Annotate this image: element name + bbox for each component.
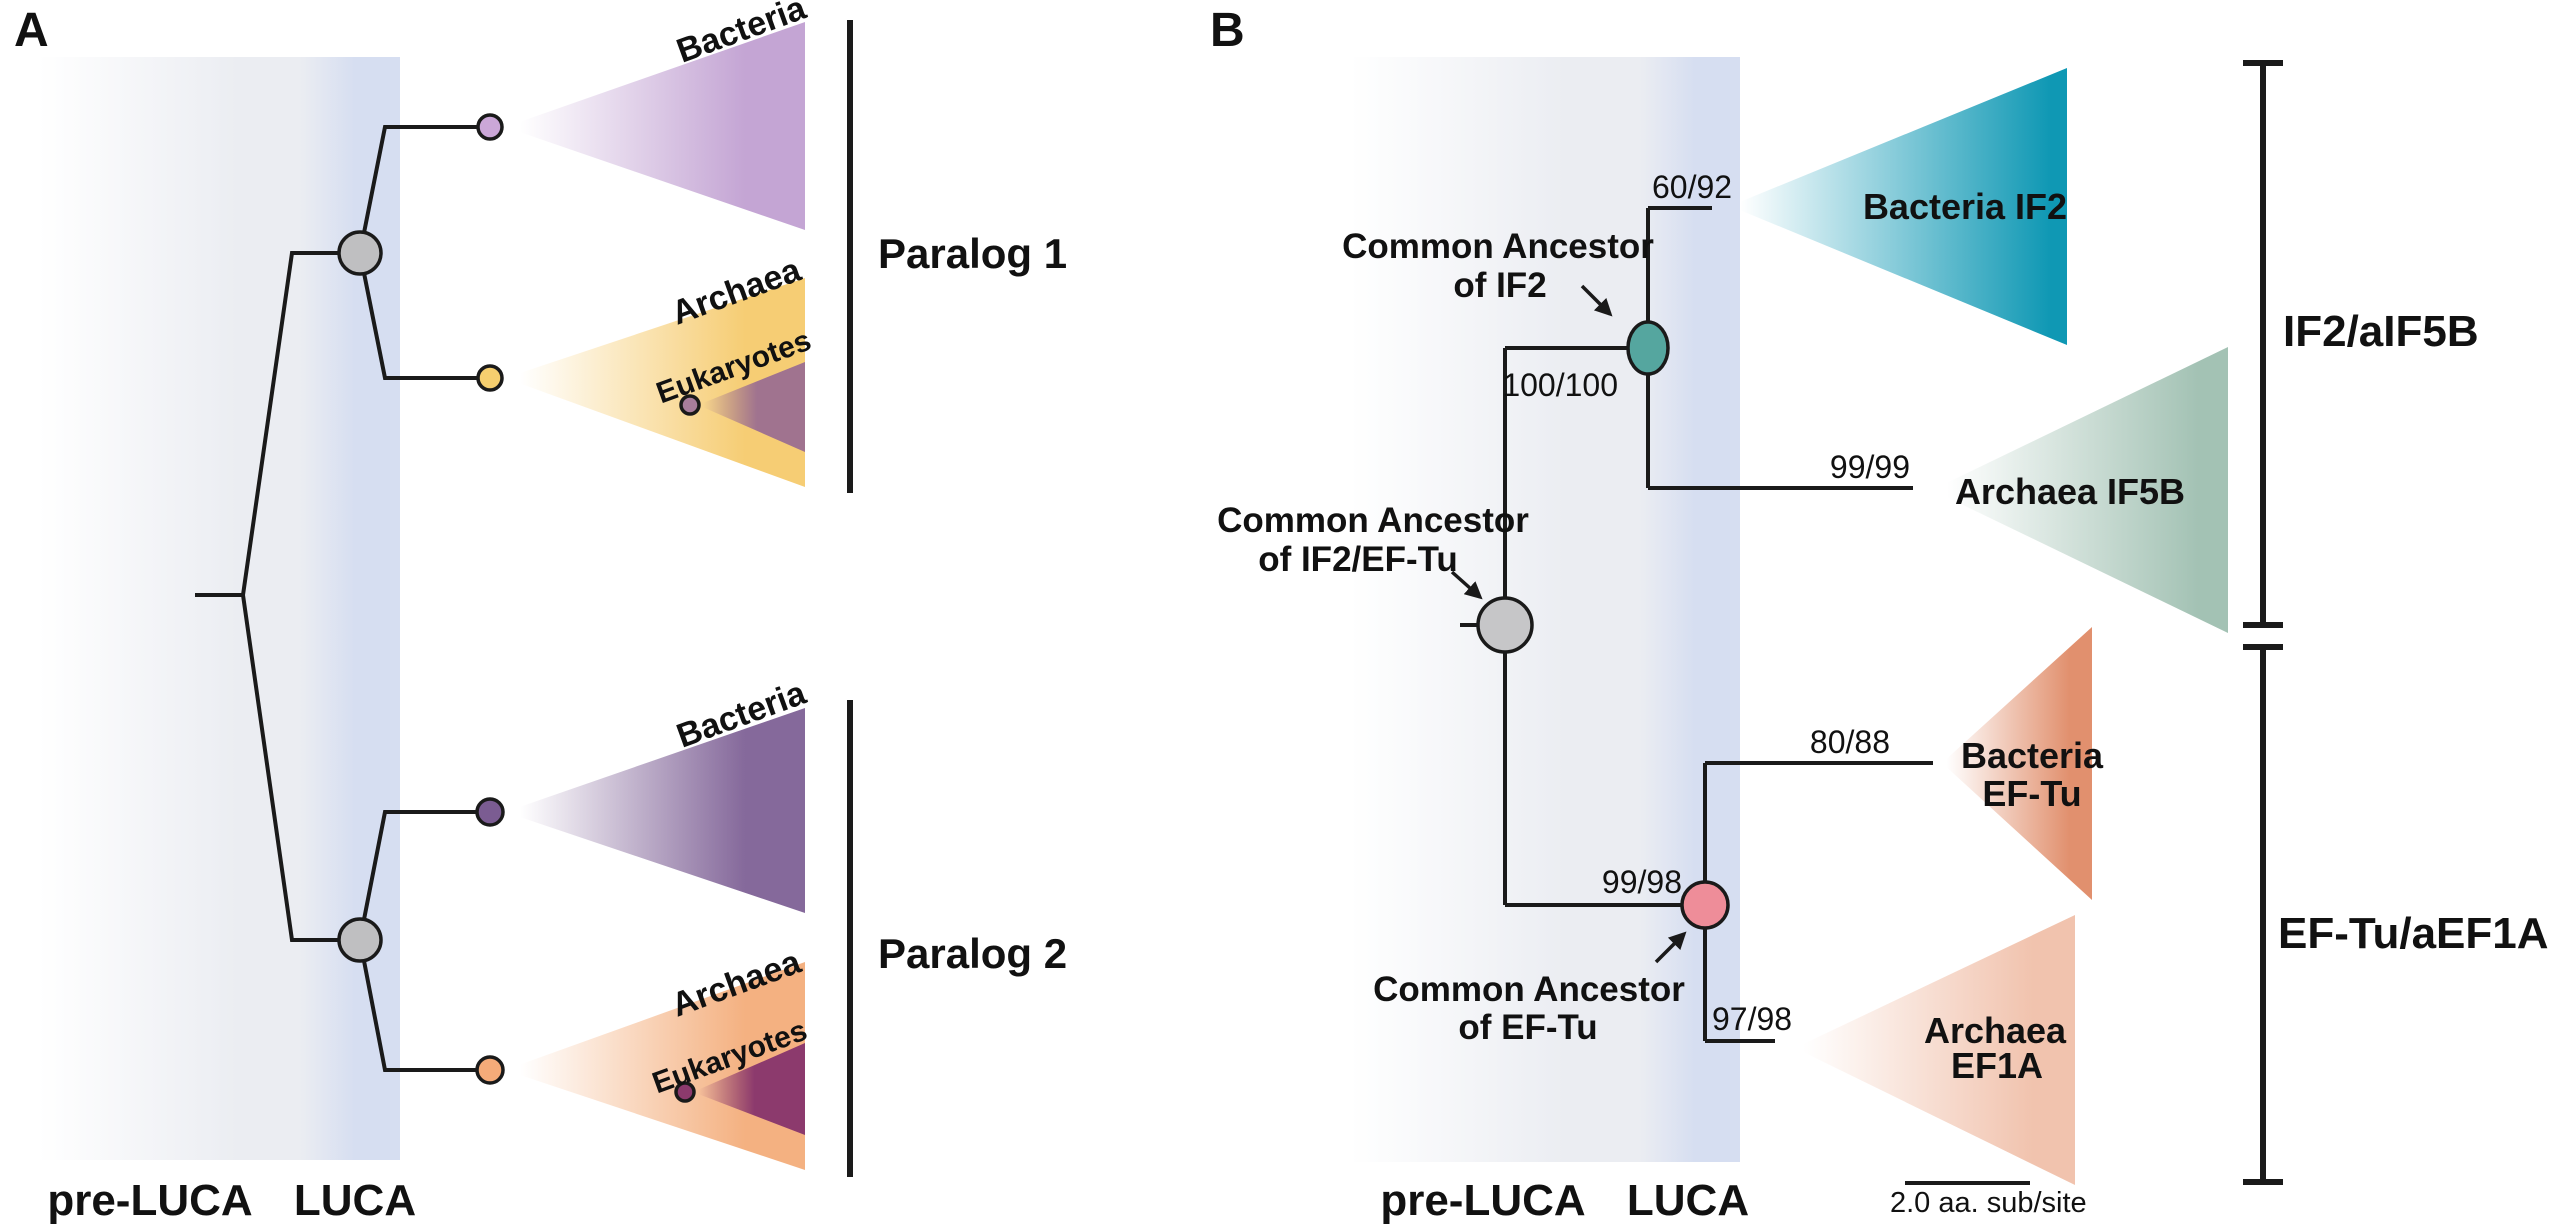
panel-a-letter: A bbox=[14, 4, 49, 57]
paralog1-archaea-node bbox=[476, 364, 504, 392]
bacteria-if2-triangle bbox=[1730, 68, 2067, 345]
archaea-ef1a-label-line2: EF1A bbox=[1951, 1045, 2043, 1086]
panel-b-luca-label: LUCA bbox=[1627, 1176, 1749, 1225]
ca-if2-annotation-line2: of IF2 bbox=[1453, 266, 1546, 305]
ca-if2-annotation-line1: Common Ancestor bbox=[1342, 227, 1654, 266]
panel-b: B 60/92 100/100 99/99 80/88 99/98 97/98 … bbox=[1210, 4, 2549, 1225]
paralog2-bracket-label: Paralog 2 bbox=[878, 930, 1067, 977]
bacteria-eftu-triangle bbox=[1942, 627, 2092, 900]
panel-b-pre-luca-label: pre-LUCA bbox=[1380, 1176, 1585, 1225]
paralog2-eukaryotes-node bbox=[674, 1081, 696, 1103]
paralog1-bacteria-node bbox=[476, 113, 504, 141]
bacteria-eftu-label-line2: EF-Tu bbox=[1982, 773, 2081, 814]
ca-root-annotation-line2: of IF2/EF-Tu bbox=[1258, 540, 1458, 579]
bacteria-eftu-label-line1: Bacteria bbox=[1961, 735, 2104, 776]
panel-a-luca-label: LUCA bbox=[294, 1176, 416, 1225]
ca-eftu-annotation-line2: of EF-Tu bbox=[1458, 1008, 1597, 1047]
ca-root-annotation-line1: Common Ancestor bbox=[1217, 501, 1529, 540]
support-eftu-node: 99/98 bbox=[1602, 864, 1682, 900]
if2-ancestor-node bbox=[1626, 320, 1670, 376]
support-archaea-if5b: 99/99 bbox=[1830, 449, 1910, 485]
support-bacteria-if2: 60/92 bbox=[1652, 169, 1732, 205]
paralog2-archaea-node bbox=[475, 1055, 505, 1085]
paralog1-bacteria-triangle bbox=[505, 22, 805, 230]
eftu-ancestor-node bbox=[1680, 880, 1730, 930]
bacteria-if2-label: Bacteria IF2 bbox=[1863, 186, 2067, 227]
scale-bar-label: 2.0 aa. sub/site bbox=[1890, 1187, 2087, 1219]
tree-branches bbox=[195, 125, 478, 1072]
ca-root-arrow bbox=[1450, 570, 1483, 600]
luca-band-stripe bbox=[300, 57, 400, 1160]
paralog1-eukaryotes-node bbox=[679, 394, 701, 416]
panel-a-pre-luca-label: pre-LUCA bbox=[47, 1176, 252, 1225]
if2-aif5b-bracket bbox=[2243, 60, 2283, 628]
eftu-aef1a-bracket-label: EF-Tu/aEF1A bbox=[2278, 909, 2549, 958]
eftu-aef1a-bracket bbox=[2243, 644, 2283, 1185]
paralog1-archaea-triangle bbox=[505, 278, 805, 487]
paralog1-bracket-label: Paralog 1 bbox=[878, 230, 1067, 277]
support-archaea-ef1a: 97/98 bbox=[1712, 1001, 1792, 1037]
panel-a: A Bacteria Archaea Eukaryotes Bacteria A… bbox=[14, 0, 1067, 1225]
paralog2-bacteria-triangle bbox=[505, 708, 805, 913]
archaea-if5b-triangle bbox=[1932, 347, 2228, 633]
paralog1-eukaryotes-triangle bbox=[698, 362, 805, 452]
paralog2-bacteria-node bbox=[475, 797, 505, 827]
paralog1-ancestor-node bbox=[337, 230, 383, 276]
paralog2-eukaryotes-triangle bbox=[693, 1043, 805, 1135]
paralog2-archaea-triangle bbox=[505, 962, 805, 1170]
support-if2-node: 100/100 bbox=[1502, 367, 1618, 403]
paralog2-ancestor-node bbox=[337, 917, 383, 963]
ca-if2-arrow bbox=[1580, 284, 1613, 317]
panel-b-letter: B bbox=[1210, 4, 1245, 57]
archaea-ef1a-triangle bbox=[1795, 915, 2075, 1185]
luca-band-stripe-b bbox=[1640, 57, 1740, 1162]
archaea-ef1a-label-line1: Archaea bbox=[1924, 1010, 2067, 1051]
ca-eftu-arrow bbox=[1654, 931, 1687, 964]
archaea-if5b-label: Archaea IF5B bbox=[1955, 471, 2185, 512]
if2-eftu-ancestor-node bbox=[1476, 596, 1534, 654]
ca-eftu-annotation-line1: Common Ancestor bbox=[1373, 970, 1685, 1009]
if2-aif5b-bracket-label: IF2/aIF5B bbox=[2283, 307, 2479, 356]
support-bacteria-eftu: 80/88 bbox=[1810, 724, 1890, 760]
